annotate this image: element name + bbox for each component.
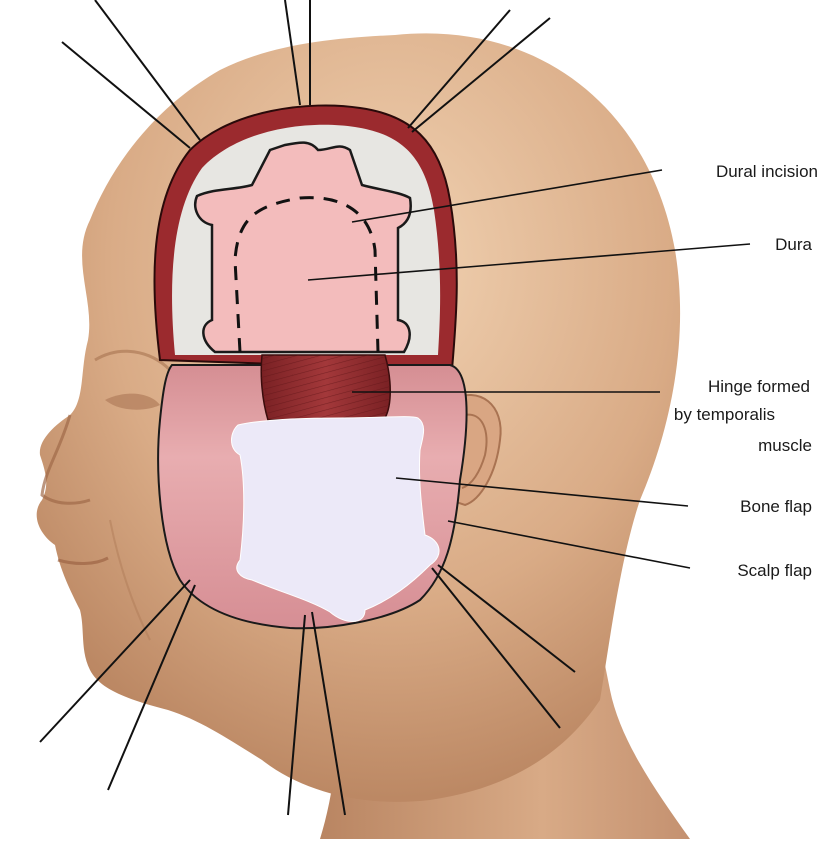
label-scalp-flap: Scalp flap [737, 561, 812, 580]
label-hinge-line1: Hinge formed [708, 377, 810, 396]
label-dural-incision: Dural incision [716, 162, 818, 181]
label-dura: Dura [775, 235, 812, 254]
label-bone-flap: Bone flap [740, 497, 812, 516]
muscle-fibers [261, 355, 390, 420]
label-hinge-line3: muscle [758, 436, 812, 455]
label-hinge-line2: by temporalis [674, 405, 775, 424]
